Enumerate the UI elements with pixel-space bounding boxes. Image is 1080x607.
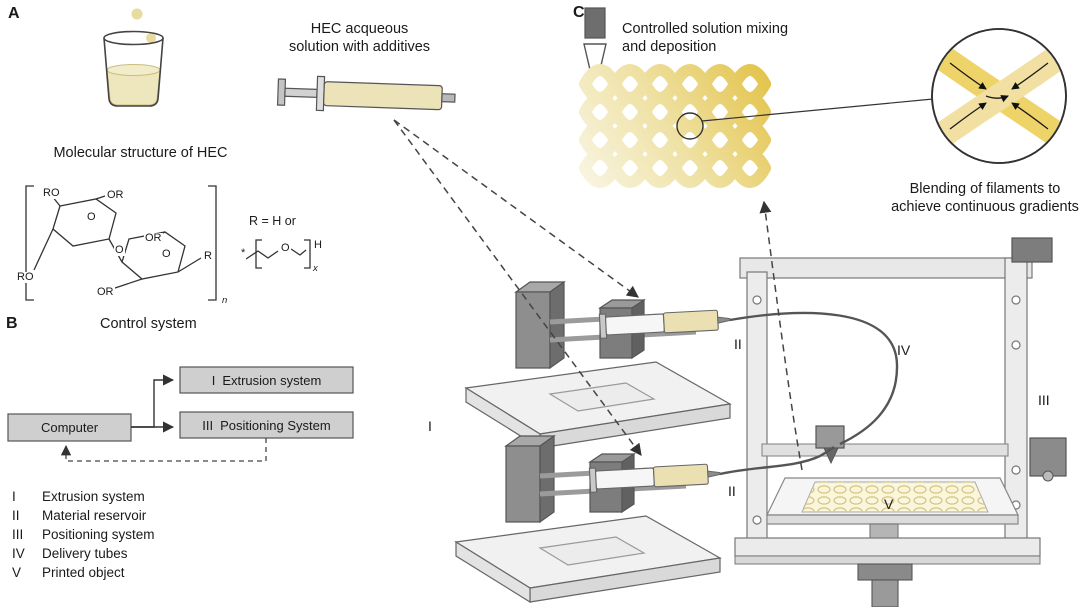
chem-h-end: H [313, 239, 323, 251]
blending-caption-line2: achieve continuous gradients [891, 199, 1079, 215]
legend-item: III Positioning system [12, 525, 155, 544]
panel-a-label: A [8, 5, 20, 22]
hec-syringe-title-line2: solution with additives [288, 39, 431, 55]
chem-o-ring1: O [86, 211, 97, 223]
legend-label: Extrusion system [42, 489, 145, 504]
syringe-pump-lower [456, 436, 720, 602]
blending-caption-line1: Blending of filaments to [909, 181, 1061, 197]
chem-ro-1: RO [42, 187, 61, 199]
legend-item: IV Delivery tubes [12, 544, 155, 563]
panel-c-title: Controlled solution mixing and depositio… [622, 20, 857, 56]
legend-label: Printed object [42, 565, 125, 580]
printed-lattice-illustration [579, 64, 771, 188]
panel-c-label: C [573, 4, 585, 21]
chem-o-chain: O [280, 242, 291, 254]
chem-x-subscript: x [312, 263, 319, 274]
computer-box-label: Computer [40, 420, 99, 435]
pump-numeral-i: I [428, 418, 432, 434]
positioning-box-numeral: III [202, 417, 214, 433]
positioning-box-label: III Positioning System [180, 412, 353, 438]
chem-r-group: R = H or [248, 214, 297, 228]
reservoir-lower-numeral-ii: II [728, 483, 736, 499]
pipette-icon [583, 7, 607, 75]
hec-syringe-title: HEC acqueous solution with additives [252, 20, 467, 56]
legend-numeral: III [12, 527, 24, 542]
hec-syringe-title-line1: HEC acqueous [310, 21, 409, 37]
legend-numeral: IV [12, 546, 25, 561]
legend-item: V Printed object [12, 563, 155, 582]
control-flowchart [7, 366, 354, 462]
frame-numeral-iii: III [1038, 392, 1050, 408]
delivery-tubes [719, 311, 899, 476]
legend-numeral: I [12, 489, 16, 504]
legend-item: I Extrusion system [12, 487, 155, 506]
legend-numeral: V [12, 565, 22, 580]
hec-structure-drawing [25, 185, 311, 301]
legend-label: Positioning system [42, 527, 155, 542]
tubes-numeral-iv: IV [897, 342, 911, 358]
chem-or-3: OR [96, 286, 115, 298]
panel-b-label: B [6, 315, 18, 332]
molecular-structure-title: Molecular structure of HEC [53, 145, 228, 161]
extrusion-box-numeral: I [211, 372, 216, 388]
panel-c-title-line1: Controlled solution mixing [622, 21, 789, 37]
chem-r-end: R [203, 250, 213, 262]
syringe-pump-upper [466, 282, 730, 448]
legend-label: Delivery tubes [42, 546, 128, 561]
panel-c-title-line2: and deposition [622, 39, 717, 55]
lattice-zoom-source [676, 98, 934, 140]
beaker-illustration [103, 8, 164, 107]
chem-star: * [240, 247, 247, 259]
chem-o-ring2: O [161, 248, 172, 260]
legend-item: II Material reservoir [12, 506, 155, 525]
printer-frame-illustration [734, 237, 1067, 607]
chem-n-subscript: n [221, 295, 229, 306]
object-numeral-v: V [884, 496, 894, 512]
figure-legend: I Extrusion system II Material reservoir… [12, 487, 155, 582]
reservoir-upper-numeral-ii: II [734, 336, 742, 352]
extrusion-box-text: Extrusion system [222, 372, 322, 388]
chem-o-bridge: O [114, 244, 125, 256]
blending-zoom-circle [931, 28, 1067, 164]
dashed-connectors [393, 119, 803, 471]
chem-or-2: OR [144, 232, 163, 244]
positioning-box-text: Positioning System [220, 417, 331, 433]
hec-syringe-illustration [276, 75, 456, 112]
blending-caption: Blending of filaments to achieve continu… [860, 180, 1080, 216]
chem-ro-2: RO [16, 271, 35, 283]
legend-numeral: II [12, 508, 20, 523]
control-system-title: Control system [100, 316, 197, 332]
chem-or-1: OR [106, 189, 125, 201]
extrusion-box-label: I Extrusion system [180, 367, 353, 393]
legend-label: Material reservoir [42, 508, 147, 523]
